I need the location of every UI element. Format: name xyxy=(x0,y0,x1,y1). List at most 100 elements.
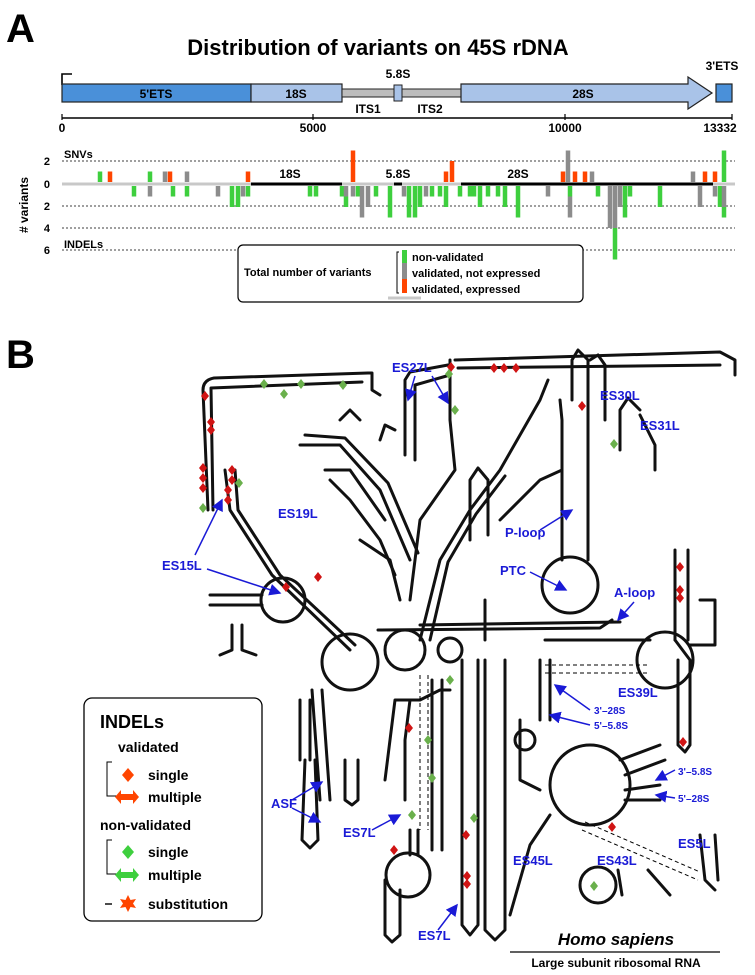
variant-bar-63-0 xyxy=(712,186,718,197)
variant-bar-39-0 xyxy=(471,186,477,197)
label-es39l: ES39L xyxy=(618,685,658,700)
variant-bar-54-0 xyxy=(612,186,618,228)
variant-bar-20-0 xyxy=(350,150,356,182)
structure-labels: ES27L ES30L ES31L ES19L P-loop ES15L PTC… xyxy=(162,360,712,943)
region-3ets xyxy=(715,83,733,103)
variant-bar-48-0 xyxy=(567,186,573,197)
caption-molecule: Large subunit ribosomal RNA xyxy=(531,956,701,970)
validated-multiple-icon xyxy=(115,790,139,804)
dashed-interactions xyxy=(419,664,701,881)
variant-bar-26-0 xyxy=(387,186,393,218)
indel-legend-single2: single xyxy=(148,844,189,860)
label-18s: 18S xyxy=(285,87,306,101)
ytick-0: 0 xyxy=(44,179,50,191)
indel-legend-validated: validated xyxy=(118,739,179,755)
variant-bar-31-0 xyxy=(423,186,429,197)
label-es30l: ES30L xyxy=(600,388,640,403)
plot-label-5-8s: 5.8S xyxy=(386,167,411,181)
rrna-secondary-structure xyxy=(201,348,737,944)
legend-indels: INDELs validated single multiple non-val… xyxy=(83,697,263,922)
variant-markers xyxy=(199,362,687,891)
variant-bar-53-0 xyxy=(607,186,613,228)
panel-a-title: Distribution of variants on 45S rDNA xyxy=(187,35,568,60)
variant-bar-62-0 xyxy=(712,171,718,182)
gene-diagram: 5'ETS 18S 5.8S ITS1 ITS2 28S 3'ETS xyxy=(61,59,738,116)
variant-bar-59-0 xyxy=(690,171,696,182)
label-es5l: ES5L xyxy=(678,836,711,851)
scale-bar: 0 5000 10000 13332 xyxy=(59,114,737,135)
variant-bar-21-0 xyxy=(350,186,356,197)
label-es31l: ES31L xyxy=(640,418,680,433)
legend-item-expressed: validated, expressed xyxy=(412,284,520,296)
variant-bar-19-0 xyxy=(343,186,349,197)
nonvalidated-multiple-icon xyxy=(115,868,139,882)
variant-bar-8-0 xyxy=(184,171,190,182)
variant-bar-2-0 xyxy=(131,186,137,197)
label-es43l: ES43L xyxy=(597,853,637,868)
label-5-8s: 5.8S xyxy=(386,67,411,81)
ytick-indel-4: 4 xyxy=(44,223,51,235)
variant-bar-3-0 xyxy=(147,171,153,182)
variant-bar-57-0 xyxy=(627,186,633,197)
variant-bar-19-1 xyxy=(343,196,349,207)
variant-bar-1-0 xyxy=(107,171,113,182)
region-5-8s xyxy=(393,84,403,102)
variant-bar-13-0 xyxy=(240,186,246,197)
label-p-loop: P-loop xyxy=(505,525,545,540)
region-its1 xyxy=(341,88,395,98)
tss-arrow-icon xyxy=(61,73,72,85)
label-its2: ITS2 xyxy=(417,102,443,116)
variant-bar-35-0 xyxy=(443,186,449,207)
label-es7l-lower: ES7L xyxy=(418,928,451,943)
variant-bar-25-0 xyxy=(373,186,379,197)
label-ptc: PTC xyxy=(500,563,527,578)
variant-bar-12-0 xyxy=(235,186,241,207)
variant-bar-28-0 xyxy=(406,186,412,218)
variant-bar-46-0 xyxy=(560,171,566,182)
variant-bar-17-0 xyxy=(313,186,319,197)
variant-bar-9-0 xyxy=(184,186,190,197)
variant-bar-41-0 xyxy=(485,186,491,197)
variant-bar-65-0 xyxy=(721,150,727,182)
variant-bar-38-0 xyxy=(467,186,473,197)
variant-bar-66-1 xyxy=(721,207,727,218)
panel-b-letter: B xyxy=(6,333,35,377)
variant-bar-66-0 xyxy=(721,186,727,207)
y-axis-label: # variants xyxy=(17,177,31,233)
variant-bar-16-0 xyxy=(307,186,313,197)
variant-bar-50-0 xyxy=(582,171,588,182)
variant-bar-56-0 xyxy=(622,186,628,218)
variant-bar-49-0 xyxy=(572,171,578,182)
variant-bar-7-0 xyxy=(170,186,176,197)
variant-bar-32-0 xyxy=(429,186,435,197)
legend-title: Total number of variants xyxy=(244,267,372,279)
label-3-28s: 3'–28S xyxy=(594,706,626,717)
label-5-28s: 5'–28S xyxy=(678,794,710,805)
scale-tick-10000: 10000 xyxy=(548,121,582,135)
variant-bar-55-0 xyxy=(617,186,623,207)
label-5-5-8s: 5'–5.8S xyxy=(594,721,628,732)
variant-bar-51-0 xyxy=(589,171,595,182)
variant-bar-24-0 xyxy=(365,186,371,207)
variant-bar-40-0 xyxy=(477,186,483,207)
label-3-5-8s: 3'–5.8S xyxy=(678,767,712,778)
legend-item-not-expressed: validated, not expressed xyxy=(412,268,540,280)
variant-bar-52-0 xyxy=(595,186,601,197)
variant-bar-6-0 xyxy=(167,171,173,182)
indel-label: INDELs xyxy=(64,239,103,251)
variant-bar-27-0 xyxy=(401,186,407,197)
indel-legend-title: INDELs xyxy=(100,712,164,732)
region-its2 xyxy=(401,88,462,98)
snv-label: SNVs xyxy=(64,149,93,161)
variant-bar-29-0 xyxy=(412,186,418,218)
variant-bar-30-0 xyxy=(417,186,423,207)
variant-bar-60-0 xyxy=(697,186,703,207)
variant-bar-47-0 xyxy=(565,150,571,182)
substitution-star-icon xyxy=(120,895,136,912)
variant-bar-34-0 xyxy=(443,171,449,182)
legend-swatch-orange xyxy=(402,279,407,293)
variant-bar-61-0 xyxy=(702,171,708,182)
label-a-loop: A-loop xyxy=(614,585,655,600)
scale-tick-0: 0 xyxy=(59,121,66,135)
variant-bar-18-0 xyxy=(339,186,345,197)
